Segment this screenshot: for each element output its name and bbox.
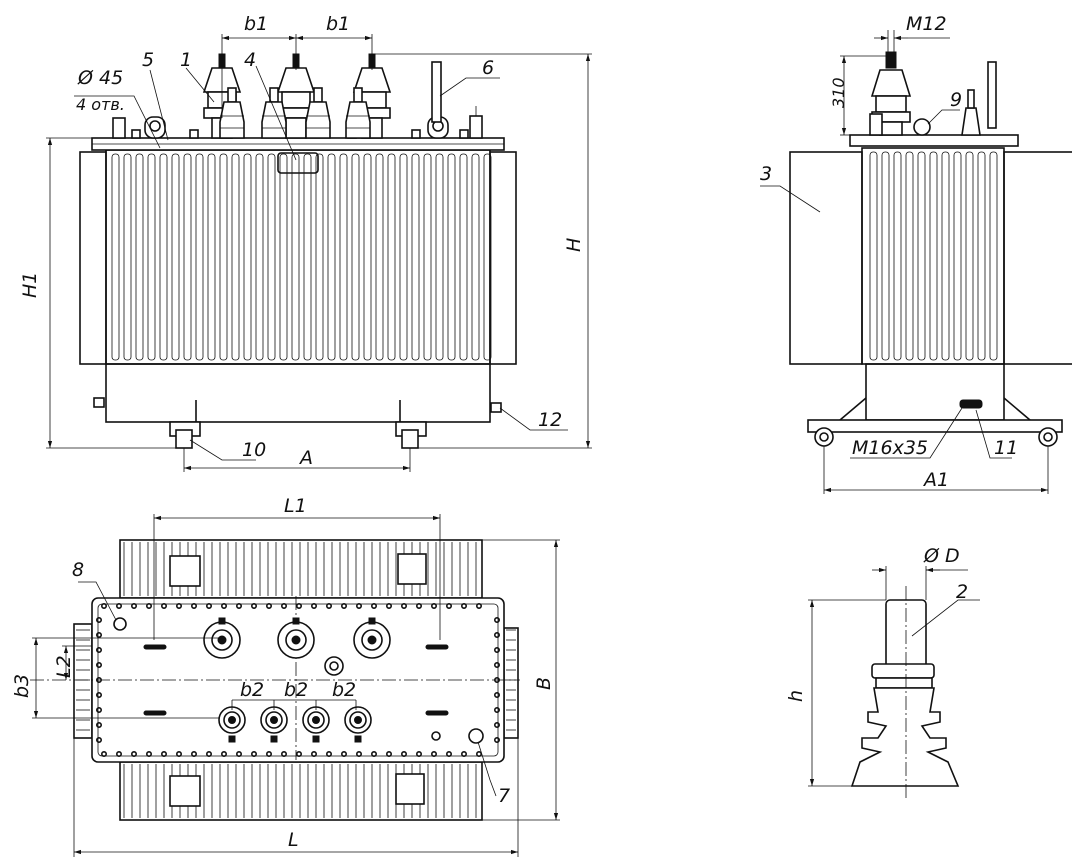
nameplate xyxy=(277,152,319,174)
label-item-1: 1 xyxy=(180,49,192,71)
label-b2-2: b2 xyxy=(284,679,308,701)
oil-level-indicator xyxy=(431,61,442,123)
label-item-10: 10 xyxy=(242,439,266,461)
label-l: L xyxy=(288,829,299,851)
side-view xyxy=(760,30,1072,494)
top-hv-bushing xyxy=(277,617,315,659)
label-item-8: 8 xyxy=(72,559,84,581)
top-lv-bushing xyxy=(260,706,288,743)
side-left-radiator xyxy=(789,151,863,365)
top-lv-bushing xyxy=(344,706,372,743)
label-diameter-45: Ø 45 xyxy=(77,67,123,89)
lifting-eye-left xyxy=(144,116,166,139)
label-item-9: 9 xyxy=(950,89,962,111)
label-b2-3: b2 xyxy=(332,679,356,701)
label-holes: 4 отв. xyxy=(76,95,125,114)
label-a: A xyxy=(298,447,313,469)
front-left-side-panel xyxy=(79,151,107,365)
label-b: B xyxy=(533,677,555,690)
front-cooling-fins xyxy=(111,153,492,361)
top-side-right xyxy=(503,627,519,739)
label-item-3: 3 xyxy=(760,163,772,185)
label-item-2: 2 xyxy=(956,581,968,603)
roller-left-wheel xyxy=(175,429,193,449)
side-corrugated-body xyxy=(861,147,1005,365)
label-l1: L1 xyxy=(284,495,307,517)
label-item-7: 7 xyxy=(498,785,510,807)
label-310: 310 xyxy=(829,77,848,108)
air-dryer-9 xyxy=(913,118,931,136)
fitting-right xyxy=(469,115,483,139)
detail-nut xyxy=(871,663,935,679)
top-hv-bushings xyxy=(203,617,391,659)
side-wheel-right xyxy=(1038,427,1058,447)
lv-bushings xyxy=(219,87,371,139)
fill-plug-8 xyxy=(113,617,127,631)
top-view xyxy=(30,514,560,857)
drain-valve xyxy=(959,399,983,409)
lv-bushing xyxy=(261,87,287,139)
roller-right-wheel xyxy=(401,429,419,449)
front-lower-tank xyxy=(105,363,491,423)
side-lower-tank xyxy=(865,363,1005,421)
valve-7 xyxy=(468,728,484,744)
label-h-small: h xyxy=(785,690,807,702)
lv-bushing xyxy=(305,87,331,139)
label-item-12: 12 xyxy=(538,409,562,431)
top-lv-bushing xyxy=(302,706,330,743)
top-hv-bushing xyxy=(353,617,391,659)
label-b1-right: b1 xyxy=(326,13,350,35)
bushing-detail xyxy=(808,566,980,800)
label-phi-d: Ø D xyxy=(923,545,960,567)
label-item-11: 11 xyxy=(994,437,1018,459)
side-cover xyxy=(849,134,1019,147)
label-item-6: 6 xyxy=(482,57,494,79)
label-m16x35: M16x35 xyxy=(852,437,928,459)
cover-perimeter-bolts xyxy=(96,602,500,757)
top-lv-bushings xyxy=(218,706,372,743)
label-m12: M12 xyxy=(906,13,947,35)
side-right-radiator xyxy=(1003,151,1072,365)
label-b3: b3 xyxy=(11,674,33,698)
label-item-4: 4 xyxy=(244,49,256,71)
front-corrugated-body xyxy=(105,149,491,365)
label-item-5: 5 xyxy=(142,49,154,71)
lv-bushing xyxy=(219,87,245,139)
drawing-labels: b1 b1 Ø 45 4 отв. 5 1 4 6 H1 H 10 A 12 M… xyxy=(11,13,1018,851)
side-wheel-left xyxy=(814,427,834,447)
side-cooling-fins xyxy=(869,151,998,361)
detail-insulator xyxy=(850,687,960,787)
lv-bushing xyxy=(345,87,371,139)
label-a1: A1 xyxy=(922,469,949,491)
side-base-frame xyxy=(807,419,1063,433)
top-side-left xyxy=(73,623,93,739)
front-view xyxy=(46,34,592,472)
label-h1: H1 xyxy=(19,272,41,298)
top-hv-bushing xyxy=(203,617,241,659)
label-b2-1: b2 xyxy=(240,679,264,701)
label-l2: L2 xyxy=(53,655,75,678)
label-h: H xyxy=(563,238,585,252)
front-right-side-panel xyxy=(489,151,517,365)
label-b1-left: b1 xyxy=(244,13,268,35)
fitting-left xyxy=(112,117,126,139)
